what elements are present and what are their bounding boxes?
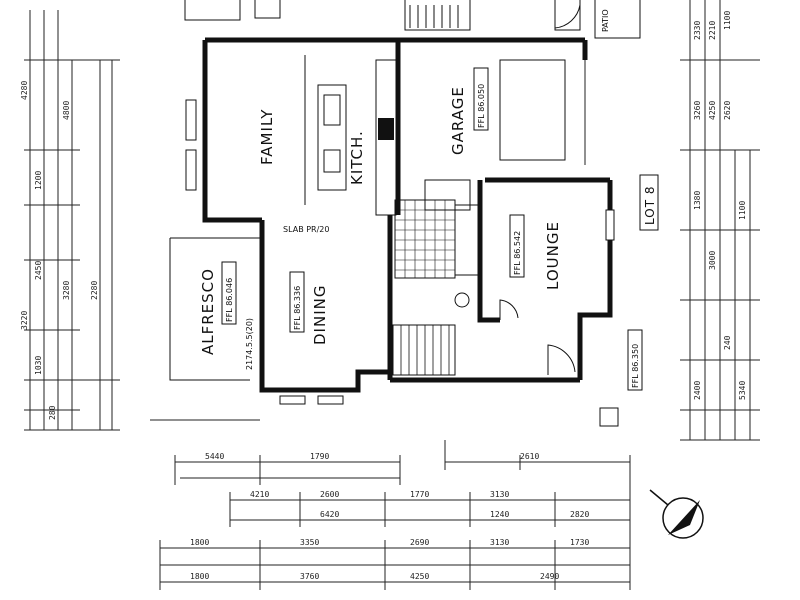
dim-left-9: 280: [48, 405, 57, 420]
dim-row1-c: 2610: [520, 452, 539, 461]
floor-level-tags: FFL 86.050 FFL 86.542 FFL 86.336 FFL 86.…: [221, 67, 643, 391]
dim-row2-f: 1240: [490, 510, 509, 519]
entry-steps: [392, 324, 456, 376]
dim-row2-a: 4210: [250, 490, 269, 499]
dim-right-7: 1380: [693, 191, 702, 210]
dim-right-2: 2210: [708, 21, 717, 40]
dim-row1-a: 5440: [205, 452, 224, 461]
dim-row2-e: 6420: [320, 510, 339, 519]
dim-left-7: 2280: [90, 281, 99, 300]
top-fragment: PATIO: [184, 0, 641, 39]
room-label-kitch: KITCH.: [348, 130, 366, 185]
dim-row2-g: 2820: [570, 510, 589, 519]
dim-right-9: 1100: [738, 201, 747, 220]
lot-label: LOT 8: [643, 186, 657, 225]
dim-row1-b: 1790: [310, 452, 329, 461]
dim-right-4: 3260: [693, 101, 702, 120]
dim-right-12: 5340: [738, 381, 747, 400]
kitchen-fittings: [304, 55, 397, 216]
dim-row2-c: 1770: [410, 490, 429, 499]
dim-left-3: 4800: [62, 101, 71, 120]
note-alfresco-slope: 2174.5.5(20): [245, 318, 254, 370]
ffl-entry: FFL 86.350: [631, 344, 640, 388]
ffl-garage: FFL 86.050: [477, 84, 486, 128]
ffl-alfresco: FFL 86.046: [225, 278, 234, 322]
dim-left-1: 4280: [20, 81, 29, 100]
room-label-garage: GARAGE: [449, 86, 467, 155]
dim-row4-d: 2490: [540, 572, 559, 581]
garage-door: [499, 59, 566, 161]
dim-row4-c: 4250: [410, 572, 429, 581]
left-dimension-strings: 4280 3220 4800 1200 2450 3280 2280 1030 …: [20, 10, 120, 431]
dim-right-3: 1100: [723, 11, 732, 30]
wet-area-tiles: [394, 179, 481, 308]
patio-label: PATIO: [601, 9, 610, 32]
room-label-alfresco: ALFRESCO: [199, 268, 217, 355]
lot-tag: LOT 8: [639, 174, 659, 231]
dim-right-11: 240: [723, 335, 732, 350]
north-arrow-icon: [649, 489, 704, 539]
ffl-lounge: FFL 86.542: [513, 231, 522, 275]
windows: [185, 99, 619, 427]
door-swings: [499, 0, 581, 375]
room-label-family: FAMILY: [258, 109, 276, 165]
dim-right-10: 2400: [693, 381, 702, 400]
ffl-dining: FFL 86.336: [293, 286, 302, 330]
dim-row4-b: 1800: [190, 572, 209, 581]
dim-row3-e: 1730: [570, 538, 589, 547]
room-label-lounge: LOUNGE: [544, 221, 562, 290]
dim-left-2: 3220: [20, 311, 29, 330]
dim-right-5: 4250: [708, 101, 717, 120]
room-label-dining: DINING: [311, 285, 329, 345]
main-walls: [202, 37, 613, 393]
dim-row3-b: 3350: [300, 538, 319, 547]
dim-row2-d: 3130: [490, 490, 509, 499]
dim-row3-d: 3130: [490, 538, 509, 547]
right-dimension-strings: 2330 2210 1100 3260 4250 2620 1380 3000 …: [680, 0, 760, 441]
dim-left-5: 2450: [34, 261, 43, 280]
dim-right-1: 2330: [693, 21, 702, 40]
dim-right-6: 2620: [723, 101, 732, 120]
bottom-dimension-strings: 5440 1790 2610 4210 2600 1770 3130 6420 …: [150, 419, 631, 590]
note-slab-step: SLAB PR/20: [283, 225, 329, 234]
dim-left-4: 1200: [34, 171, 43, 190]
dim-row3-a: 1800: [190, 538, 209, 547]
dim-row2-b: 2600: [320, 490, 339, 499]
dim-row4-a: 3760: [300, 572, 319, 581]
dim-row3-c: 2690: [410, 538, 429, 547]
dim-left-8: 1030: [34, 356, 43, 375]
dim-left-6: 3280: [62, 281, 71, 300]
alfresco-outline: [169, 237, 262, 381]
dim-right-8: 3000: [708, 251, 717, 270]
